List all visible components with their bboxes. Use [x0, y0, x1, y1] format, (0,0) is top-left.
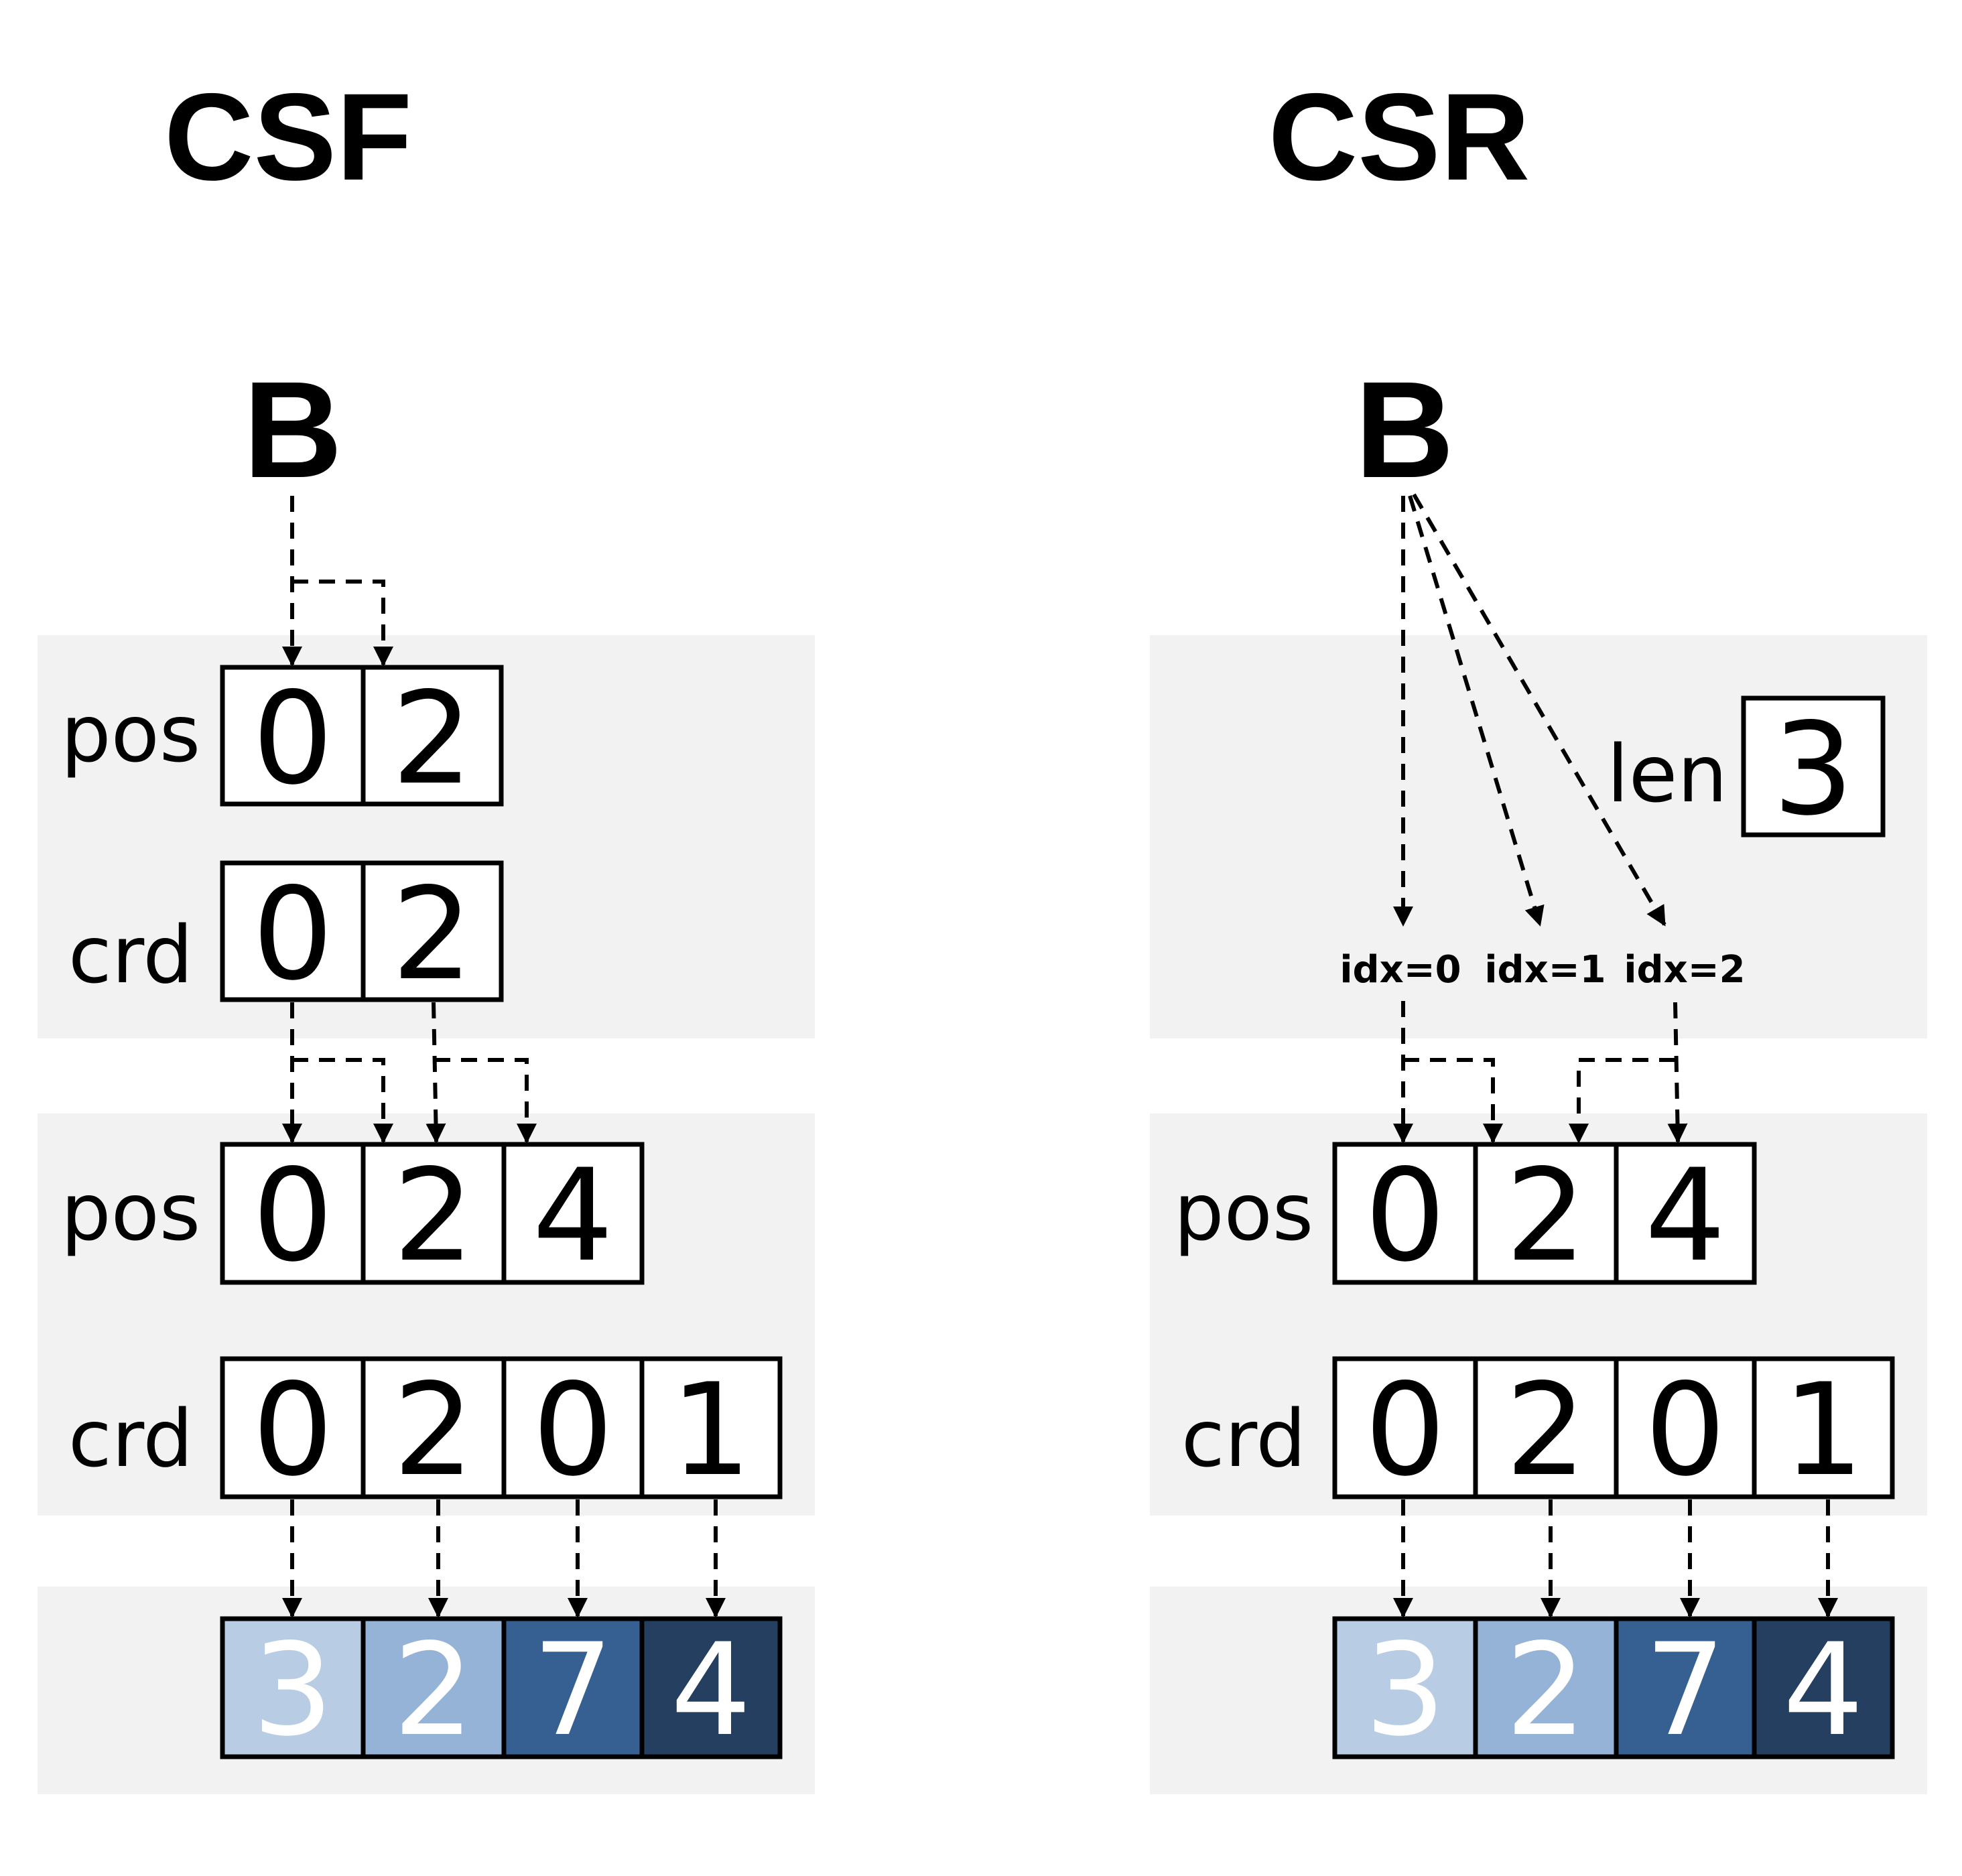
csf-level2-pos-array: 0 2 4 [220, 1142, 645, 1290]
array-cell [361, 665, 504, 807]
cell-value: 0 [1365, 1356, 1446, 1504]
cell-value: 0 [1645, 1356, 1726, 1504]
dashed-arrow [1569, 1058, 1675, 1144]
cell-value: 4 [533, 1142, 614, 1290]
csf-level1-crd-label: crd [68, 909, 193, 1001]
csr-title: CSR [1268, 68, 1530, 206]
idx-label: idx=0 [1339, 948, 1461, 992]
csf-level2-crd-label: crd [68, 1392, 193, 1485]
array-cell [1741, 695, 1886, 838]
value-cell [361, 1616, 507, 1759]
csr-values-array: 3 2 7 4 [1332, 1616, 1895, 1764]
dashed-arrow [1408, 495, 1545, 927]
array-cell [1473, 1356, 1619, 1499]
value-number: 3 [1365, 1616, 1446, 1764]
array-cell [361, 1356, 507, 1499]
csf-title: CSF [164, 68, 412, 206]
cell-value: 1 [671, 1356, 752, 1504]
array-cell [1614, 1142, 1757, 1285]
value-number: 2 [393, 1616, 474, 1764]
value-cell [1332, 1616, 1478, 1759]
cell-value: 2 [392, 665, 473, 813]
csf-panel: CSF B pos 0 2 crd 0 2 pos 0 2 [38, 68, 815, 1794]
cell-value: 2 [1506, 1142, 1587, 1290]
array-cell [361, 1142, 507, 1285]
array-cell [1614, 1356, 1757, 1499]
dashed-arrow [292, 1058, 393, 1144]
value-number: 4 [1783, 1616, 1864, 1764]
value-number: 3 [253, 1616, 334, 1764]
value-cell [1752, 1616, 1895, 1759]
cell-value: 0 [533, 1356, 614, 1504]
value-number: 7 [1645, 1616, 1726, 1764]
value-number: 4 [671, 1616, 752, 1764]
csf-level2-pos-label: pos [61, 1166, 201, 1258]
dashed-arrow [292, 580, 393, 667]
value-cell [1473, 1616, 1619, 1759]
array-cell [501, 1142, 645, 1285]
csf-values-array: 3 2 7 4 [220, 1616, 783, 1764]
dashed-arrow [426, 1002, 446, 1144]
dashed-arrow [1667, 1002, 1688, 1144]
dashed-arrow [1403, 1058, 1503, 1144]
array-cell [220, 1142, 366, 1285]
csr-level2-crd-label: crd [1181, 1392, 1306, 1485]
csr-level2-pos-array: 0 2 4 [1332, 1142, 1757, 1290]
dashed-arrow [1412, 493, 1666, 927]
value-number: 7 [533, 1616, 614, 1764]
array-cell [1332, 1142, 1478, 1285]
cell-value: 1 [1783, 1356, 1864, 1504]
csr-level2-pos-label: pos [1174, 1166, 1314, 1258]
dashed-arrow [434, 1058, 537, 1144]
csf-pointer-arrows [282, 496, 726, 1618]
csf-level1-crd-array: 0 2 [220, 860, 504, 1008]
cell-value: 2 [392, 860, 473, 1008]
idx-label: idx=1 [1484, 948, 1606, 992]
cell-value: 2 [393, 1142, 474, 1290]
cell-value: 0 [253, 1356, 334, 1504]
csr-level2-crd-array: 0 2 0 1 [1332, 1356, 1895, 1504]
array-cell [1752, 1356, 1895, 1499]
csr-len-box: 3 [1741, 695, 1886, 844]
cell-value: 4 [1645, 1142, 1726, 1290]
csr-len-label: len [1607, 728, 1727, 820]
value-cell [1614, 1616, 1757, 1759]
cell-value: 2 [393, 1356, 474, 1504]
csf-tensor-name: B [243, 353, 342, 507]
cell-value: 0 [1365, 1142, 1446, 1290]
csr-panel: CSR B len 3 idx=0 idx=1 idx=2 pos 0 2 4 … [1150, 68, 1927, 1794]
array-cell [1473, 1142, 1619, 1285]
value-number: 2 [1506, 1616, 1587, 1764]
array-cell [501, 1356, 645, 1499]
idx-label: idx=2 [1624, 948, 1745, 992]
array-cell [639, 1356, 783, 1499]
cell-value: 0 [253, 860, 334, 1008]
csf-level1-pos-label: pos [61, 687, 201, 780]
cell-value: 0 [253, 665, 334, 813]
array-cell [220, 860, 366, 1002]
csf-level2-crd-array: 0 2 0 1 [220, 1356, 783, 1504]
value-cell [639, 1616, 783, 1759]
csf-level1-pos-array: 0 2 [220, 665, 504, 813]
array-cell [1332, 1356, 1478, 1499]
csr-pointer-arrows [1393, 493, 1838, 1618]
array-cell [361, 860, 504, 1002]
cell-value: 0 [253, 1142, 334, 1290]
cell-value: 2 [1506, 1356, 1587, 1504]
cell-value: 3 [1773, 695, 1854, 844]
csr-tensor-name: B [1355, 353, 1454, 507]
